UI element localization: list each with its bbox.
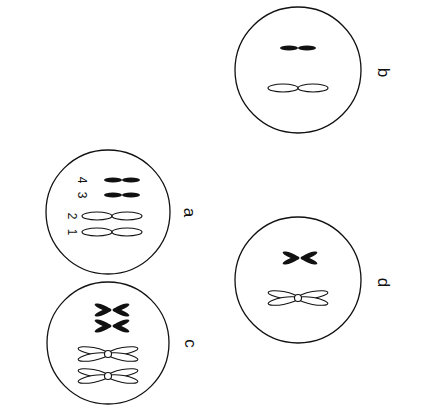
cell-circle: d <box>234 216 362 344</box>
cell-outline <box>45 149 171 275</box>
cell-outline <box>234 6 362 134</box>
cell-letter: d <box>376 277 393 286</box>
cell-letter: a <box>182 207 199 216</box>
cell-outline <box>234 216 362 344</box>
cell-circle: c <box>46 281 170 405</box>
cell-circle: a <box>45 149 171 275</box>
cell-letter: b <box>376 67 393 76</box>
callout-number: 4 <box>76 177 88 184</box>
cell-letter: c <box>182 339 199 348</box>
cell-outline <box>46 281 170 405</box>
callout-number: 3 <box>76 192 88 199</box>
cell-circle: b <box>234 6 362 134</box>
callout-number: 1 <box>66 229 78 236</box>
callout-number: 2 <box>66 213 78 220</box>
